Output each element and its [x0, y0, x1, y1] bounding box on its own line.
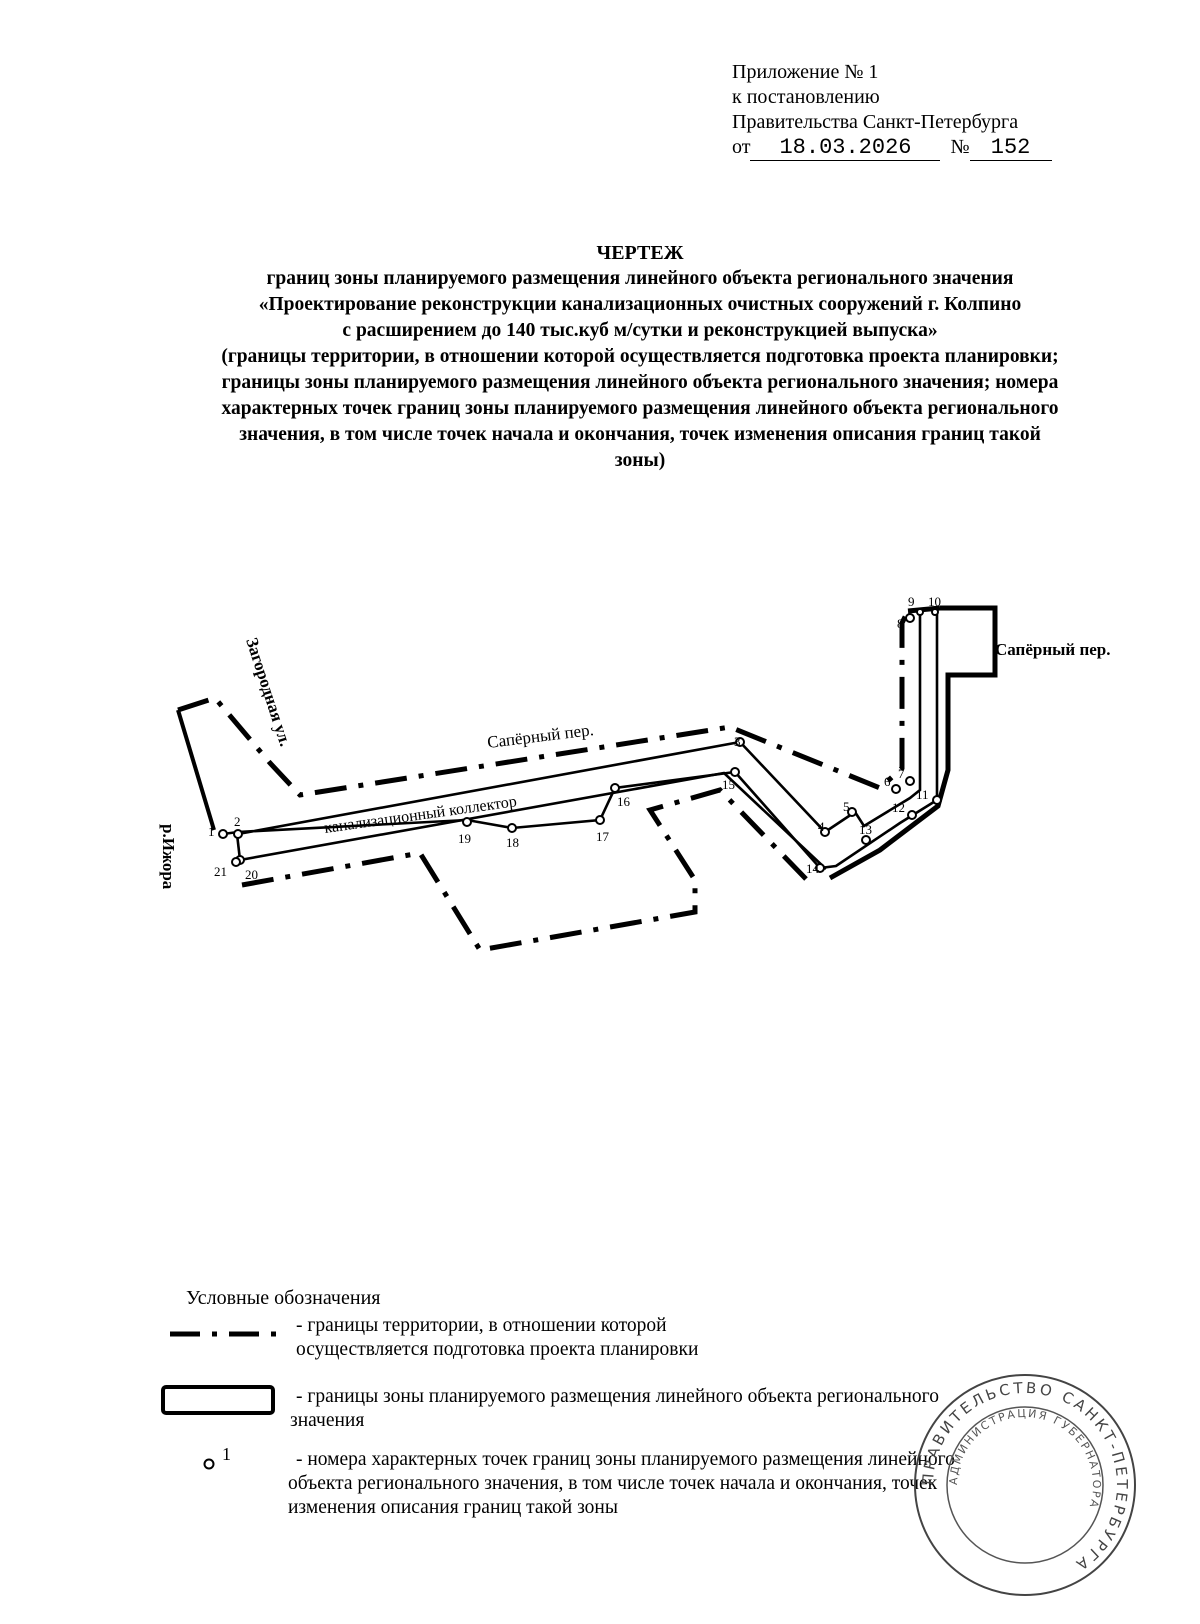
- linear-object-zone-boundary: [239, 771, 827, 870]
- point-marker: [905, 613, 915, 623]
- title-line: границы зоны планируемого размещения лин…: [221, 372, 1059, 393]
- legend-text: изменения описания границ такой зоны: [288, 1497, 618, 1518]
- point-label: 17: [596, 829, 610, 844]
- point-marker: [861, 835, 871, 845]
- legend-text: - границы территории, в отношении которо…: [296, 1315, 667, 1336]
- legend-text: значения: [290, 1410, 365, 1431]
- date-prefix: от: [732, 136, 751, 158]
- point-marker: [462, 817, 472, 827]
- point-label: 16: [617, 794, 631, 809]
- point-label: 1: [208, 824, 215, 839]
- point-label: 21: [214, 864, 227, 879]
- point-label: 14: [806, 861, 820, 876]
- legend-symbol-point: 1: [203, 1448, 231, 1470]
- point-marker: [891, 784, 901, 794]
- point-label: 5: [843, 799, 850, 814]
- legend-text: осуществляется подготовка проекта планир…: [296, 1339, 699, 1360]
- planning-territory-boundary: [241, 787, 809, 953]
- legend-point-number: 1: [222, 1448, 231, 1464]
- point-marker: [610, 783, 620, 793]
- title-line: зоны): [614, 450, 666, 471]
- legend-text: объекта регионального значения, в том чи…: [288, 1473, 938, 1494]
- point-label: 10: [928, 594, 941, 609]
- svg-text:АДМИНИСТРАЦИЯ ГУБЕРНАТОРА: АДМИНИСТРАЦИЯ ГУБЕРНАТОРА: [947, 1407, 1103, 1511]
- point-marker: [820, 827, 830, 837]
- planning-territory-boundary: [177, 609, 911, 798]
- legend-item-territory: - границы территории, в отношении которо…: [296, 1314, 698, 1362]
- street-label-saperny-top: Сапёрный пер.: [995, 640, 1111, 659]
- title-line: «Проектирование реконструкции канализаци…: [258, 294, 1022, 315]
- legend-text: - границы зоны планируемого размещения л…: [296, 1386, 939, 1407]
- appendix-line-2: к постановлению: [732, 86, 880, 108]
- title-line: (границы территории, в отношении которой…: [221, 346, 1059, 367]
- point-marker: [218, 829, 228, 839]
- planning-territory-boundary: [176, 709, 216, 831]
- decree-number: 152: [969, 135, 1052, 161]
- point-marker: [907, 810, 917, 820]
- point-marker: [932, 795, 942, 805]
- point-label: 13: [859, 822, 872, 837]
- point-label: 2: [234, 814, 241, 829]
- number-prefix: №: [950, 136, 970, 158]
- point-marker: [735, 737, 745, 747]
- point-label: 11: [916, 787, 929, 802]
- point-labels: 1 2 3 4 5 6 7 8 9 10 11 12 13 14 15 16 1…: [208, 594, 941, 882]
- point-marker: [507, 823, 517, 833]
- legend-symbol-rectangle: [161, 1385, 275, 1415]
- official-seal: ПРАВИТЕЛЬСТВО САНКТ-ПЕТЕРБУРГА АДМИНИСТР…: [914, 1374, 1136, 1596]
- point-label: 18: [506, 835, 519, 850]
- point-label: 6: [884, 774, 891, 789]
- point-label: 15: [722, 777, 735, 792]
- characteristic-points: [218, 608, 942, 873]
- point-marker: [231, 857, 241, 867]
- appendix-header: Приложение № 1 к постановлению Правитель…: [732, 60, 1052, 161]
- appendix-line-1: Приложение № 1: [732, 61, 879, 83]
- boundary-drawing: 1 2 3 4 5 6 7 8 9 10 11 12 13 14 15 16 1…: [159, 594, 1111, 953]
- point-label: 12: [892, 800, 905, 815]
- title-line: с расширением до 140 тыс.куб м/сутки и р…: [342, 320, 938, 341]
- point-label: 20: [245, 867, 258, 882]
- legend-item-zone: - границы зоны планируемого размещения л…: [290, 1385, 939, 1433]
- decree-date: 18.03.2026: [750, 135, 941, 161]
- legend-text: - номера характерных точек границ зоны п…: [296, 1449, 955, 1470]
- point-label: 7: [898, 766, 905, 781]
- point-marker: [815, 863, 825, 873]
- legend-title: Условные обозначения: [186, 1287, 381, 1309]
- point-label: 9: [908, 594, 915, 609]
- point-marker: [233, 829, 243, 839]
- legend-symbol-dash-dot: [170, 1331, 276, 1337]
- title-line: характерных точек границ зоны планируемо…: [221, 398, 1059, 419]
- title-line: границ зоны планируемого размещения лине…: [266, 268, 1014, 289]
- point-label: 19: [458, 831, 471, 846]
- point-label: 3: [734, 734, 741, 749]
- point-label: 8: [897, 616, 904, 631]
- point-marker: [931, 608, 939, 616]
- street-label-zagorodnaya: Загородная ул.: [242, 635, 295, 748]
- point-marker: [730, 767, 740, 777]
- title-line: значения, в том числе точек начала и око…: [239, 424, 1041, 445]
- point-marker: [595, 815, 605, 825]
- title-heading: ЧЕРТЕЖ: [596, 242, 684, 264]
- linear-object-zone-boundary: [222, 608, 939, 870]
- legend-item-points: - номера характерных точек границ зоны п…: [288, 1448, 955, 1520]
- point-marker: [916, 608, 924, 616]
- point-label: 4: [818, 819, 825, 834]
- planning-territory-boundary: [828, 605, 998, 881]
- point-marker: [847, 807, 857, 817]
- drawing-title: ЧЕРТЕЖ границ зоны планируемого размещен…: [120, 240, 1160, 474]
- point-marker: [905, 776, 915, 786]
- river-label-izhora: р.Ижора: [159, 824, 178, 890]
- seal-inner-text: АДМИНИСТРАЦИЯ ГУБЕРНАТОРА: [947, 1407, 1101, 1511]
- appendix-line-3: Правительства Санкт-Петербурга: [732, 111, 1019, 133]
- street-label-saperny-mid: Сапёрный пер.: [486, 720, 595, 752]
